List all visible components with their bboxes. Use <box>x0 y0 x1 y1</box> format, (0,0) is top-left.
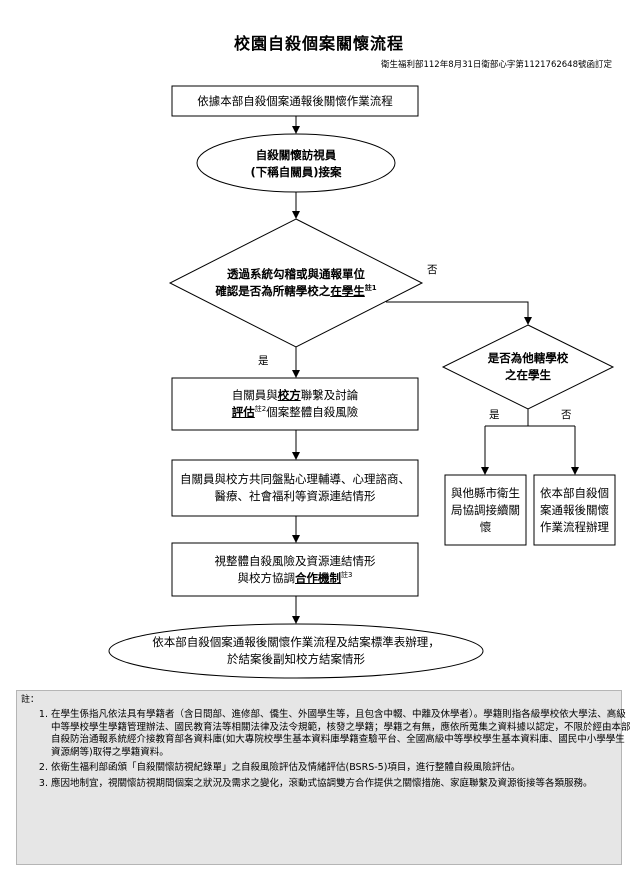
decision-1-line-2: 確認是否為所轄學校之在學生註1 <box>215 283 376 300</box>
decision-2-text: 是否為他轄學校 之在學生 <box>458 348 598 386</box>
notes-heading: 註： <box>21 695 40 705</box>
step-3-box <box>171 542 419 597</box>
decision-1-text: 透過系統勾稽或與通報單位 確認是否為所轄學校之在學生註1 <box>190 262 402 304</box>
step-2-text: 自關員與校方共同盤點心理輔導、心理諮商、醫療、社會福利等資源連結情形 <box>178 460 412 516</box>
flowchart-canvas <box>108 85 616 679</box>
document-reference: 衛生福利部112年8月31日衛部心字第1121762648號函訂定 <box>380 60 612 70</box>
decision-2-line-2: 之在學生 <box>505 368 551 382</box>
decision-1-line-1: 透過系統勾稽或與通報單位 <box>227 267 365 281</box>
step-2-box <box>171 459 419 517</box>
step-3-term-mechanism: 合作機制 <box>295 570 342 585</box>
step-2-label: 自關員與校方共同盤點心理輔導、心理諮商、醫療、社會福利等資源連結情形 <box>180 472 410 503</box>
other-no-label: 依本部自殺個案通報後關懷作業流程辦理 <box>540 485 609 534</box>
other-no-text: 依本部自殺個案通報後關懷作業流程辦理 <box>539 475 610 545</box>
other-yes-text: 與他縣市衛生局協調接續關懷 <box>450 475 521 545</box>
step-1-box <box>171 377 419 431</box>
decision-2-no-label: 否 <box>561 409 572 421</box>
note-item-1: 在學生係指凡依法具有學籍者（含日間部、進修部、僑生、外國學生等，且包含中輟、中離… <box>51 709 631 759</box>
decision-1-line-2-pre: 確認是否為所轄學校之 <box>215 284 331 298</box>
step-1-term-assess: 評估 <box>231 405 255 419</box>
step-3-text: 視整體自殺風險及資源連結情形 與校方協調合作機制註3 <box>172 543 418 596</box>
notes-panel: 註： 在學生係指凡依法具有學籍者（含日間部、進修部、僑生、外國學生等，且包含中輟… <box>16 690 631 865</box>
step-1-note-ref: 註2 <box>254 405 267 414</box>
start-text: 依據本部自殺個案通報後關懷作業流程 <box>172 86 418 116</box>
other-no-box <box>533 474 616 546</box>
note-item-2: 依衛生福利部函頒「自殺關懷訪視紀錄單」之自殺風險評估及情緒評估(BSRS-5)項… <box>51 762 631 775</box>
end-line-2: 於結案後副知校方結案情形 <box>227 652 365 666</box>
start-box <box>171 85 419 117</box>
step-1-text: 自關員與校方聯繫及討論 評估註2個案整體自殺風險 <box>172 378 418 430</box>
step-3-pre: 與校方協調 <box>237 570 296 585</box>
receive-line-2: (下稱自關員)接案 <box>250 164 342 179</box>
end-text: 依本部自殺個案通報後關懷作業流程及結案標準表辦理， 於結案後副知校方結案情形 <box>112 626 480 676</box>
step-3-line-2: 與校方協調合作機制註3 <box>238 570 353 587</box>
decision-1-no-label: 否 <box>427 264 438 276</box>
start-label: 依據本部自殺個案通報後關懷作業流程 <box>197 93 393 108</box>
decision-1-yes-label: 是 <box>258 355 269 367</box>
end-ellipse <box>108 623 484 679</box>
step-3-note-ref: 註3 <box>341 570 353 579</box>
arrow-decision1-no <box>386 301 532 325</box>
note-item-3: 應因地制宜，視關懷訪視期間個案之狀況及需求之變化，滾動式協調雙方合作提供之關懷措… <box>51 778 631 791</box>
decision-2-line-1: 是否為他轄學校 <box>487 351 569 365</box>
step-1-mid: 聯繫及討論 <box>300 388 359 402</box>
end-line-1: 依本部自殺個案通報後關懷作業流程及結案標準表辦理， <box>152 635 440 649</box>
step-1-line-2: 評估註2個案整體自殺風險 <box>232 404 358 421</box>
step-1-term-school: 校方 <box>277 388 301 402</box>
notes-list: 在學生係指凡依法具有學籍者（含日間部、進修部、僑生、外國學生等，且包含中輟、中離… <box>35 709 631 793</box>
decision-2-yes-label: 是 <box>489 409 500 421</box>
other-yes-label: 與他縣市衛生局協調接續關懷 <box>451 485 520 534</box>
step-1-post: 個案整體自殺風險 <box>266 405 359 419</box>
step-1-pre: 自關員與 <box>231 388 278 402</box>
receive-line-1: 自殺關懷訪視員 <box>255 147 337 162</box>
page-title: 校園自殺個案關懷流程 <box>233 34 404 53</box>
step-1-line-1: 自關員與校方聯繫及討論 <box>232 387 359 404</box>
step-3-line-1: 視整體自殺風險及資源連結情形 <box>214 553 376 568</box>
other-yes-box <box>444 474 527 546</box>
decision-1-term-student: 在學生 <box>330 284 365 298</box>
receive-text: 自殺關懷訪視員 (下稱自關員)接案 <box>197 135 395 192</box>
decision-1-note-ref: 註1 <box>364 284 377 293</box>
